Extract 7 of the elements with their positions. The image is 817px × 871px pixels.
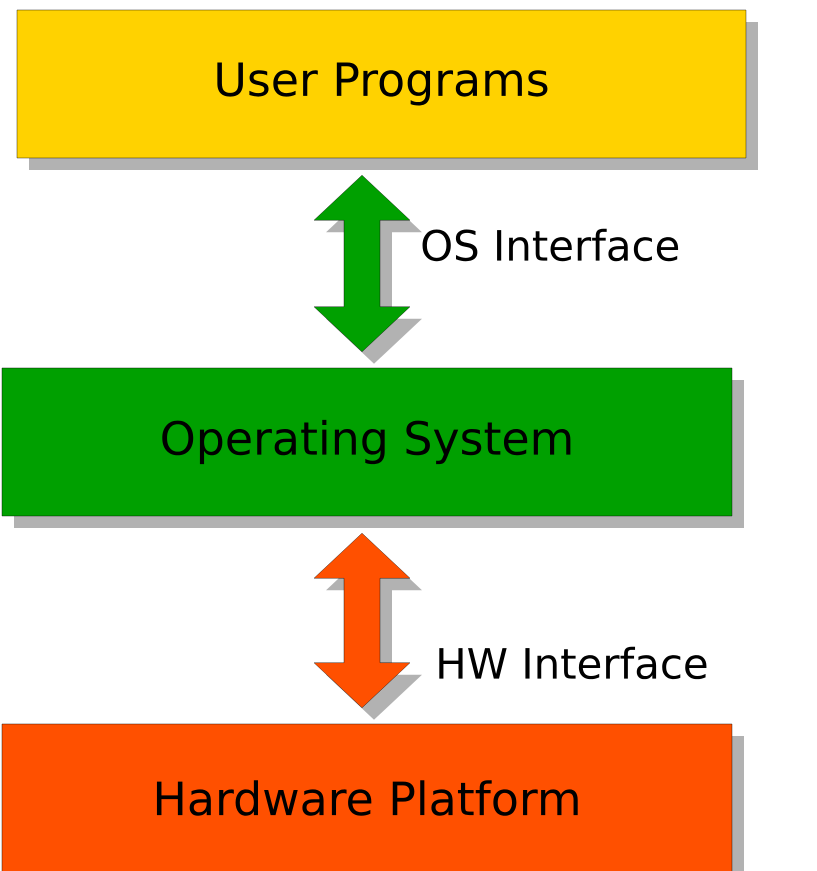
edge-label: OS Interface <box>422 228 678 262</box>
layer-box: User Programs <box>16 10 758 170</box>
double-arrow <box>314 175 422 364</box>
layer-box: Hardware Platform <box>2 724 744 871</box>
edge-label: HW Interface <box>439 646 706 680</box>
layer-box: Operating System <box>2 368 744 528</box>
double-arrow <box>314 533 422 720</box>
